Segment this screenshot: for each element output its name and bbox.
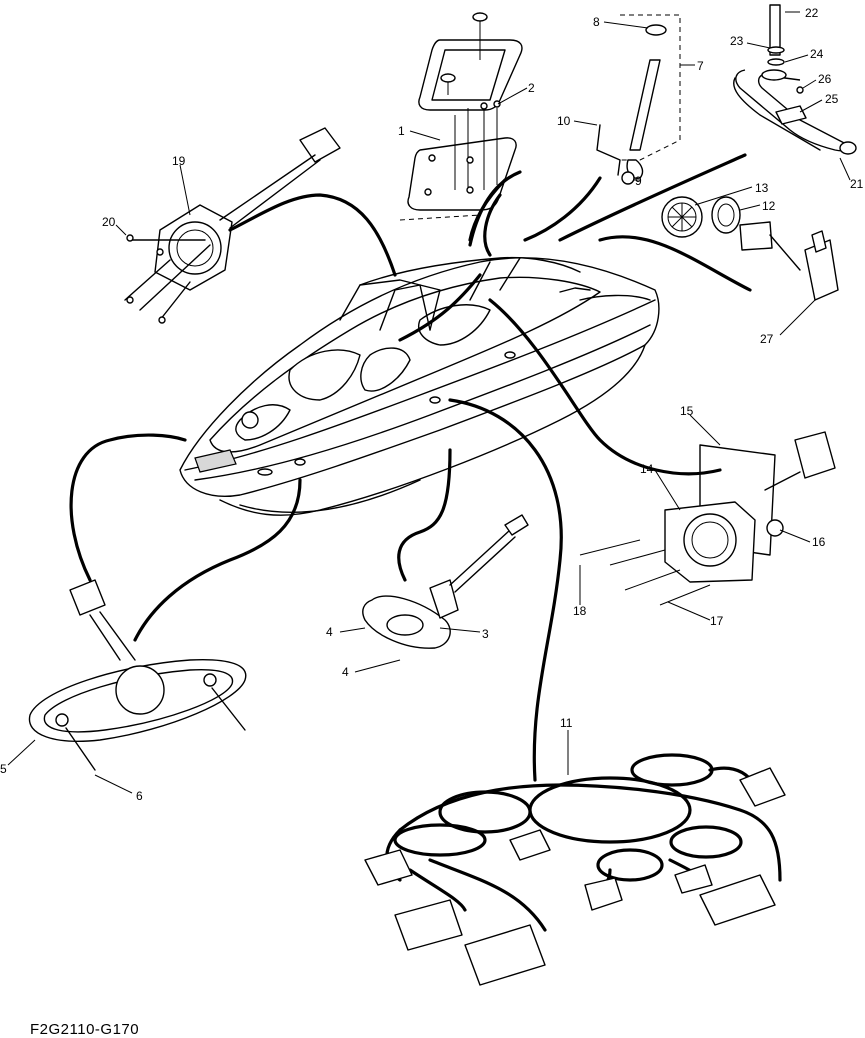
switch-bracket-assembly (579, 431, 836, 606)
callout-14: 14 (640, 462, 654, 476)
callout-24: 24 (810, 47, 824, 61)
boat-hull (179, 256, 660, 516)
callout-16: 16 (812, 535, 826, 549)
callout-labels: 1 2 3 4 4 5 6 7 8 9 10 11 12 13 14 15 16… (0, 6, 864, 803)
callout-27: 27 (760, 332, 774, 346)
callout-9: 9 (635, 174, 642, 188)
callout-18: 18 (573, 604, 587, 618)
callout-11: 11 (560, 716, 573, 730)
callout-17: 17 (710, 614, 724, 628)
callout-25: 25 (825, 92, 839, 106)
callout-23: 23 (730, 34, 744, 48)
callout-1: 1 (398, 124, 405, 138)
wire-harness (364, 753, 786, 986)
callout-3: 3 (482, 627, 489, 641)
callout-20: 20 (102, 215, 116, 229)
callout-19: 19 (172, 154, 186, 168)
callout-2: 2 (528, 81, 535, 95)
vent-flange-assembly (124, 127, 341, 324)
callout-13: 13 (755, 181, 769, 195)
routing-wires (69, 153, 752, 782)
callout-8: 8 (593, 15, 600, 29)
plug-socket-assembly (339, 514, 529, 673)
hatch-cover-assembly (399, 12, 523, 221)
antenna-rod-assembly (596, 14, 681, 185)
leader-lines (7, 11, 851, 794)
callout-22: 22 (805, 6, 819, 20)
sensor-parts (661, 196, 839, 301)
callout-12: 12 (762, 199, 776, 213)
callout-5: 5 (0, 762, 7, 776)
callout-21: 21 (850, 177, 864, 191)
callout-7: 7 (697, 59, 704, 73)
callout-4b: 4 (342, 665, 349, 679)
callout-26: 26 (818, 72, 832, 86)
lamp-assembly (28, 579, 247, 771)
callout-10: 10 (557, 114, 571, 128)
callout-6: 6 (136, 789, 143, 803)
callout-4a: 4 (326, 625, 333, 639)
figure-code: F2G2110-G170 (30, 1021, 139, 1038)
grab-handle-assembly (733, 4, 857, 155)
callout-15: 15 (680, 404, 694, 418)
